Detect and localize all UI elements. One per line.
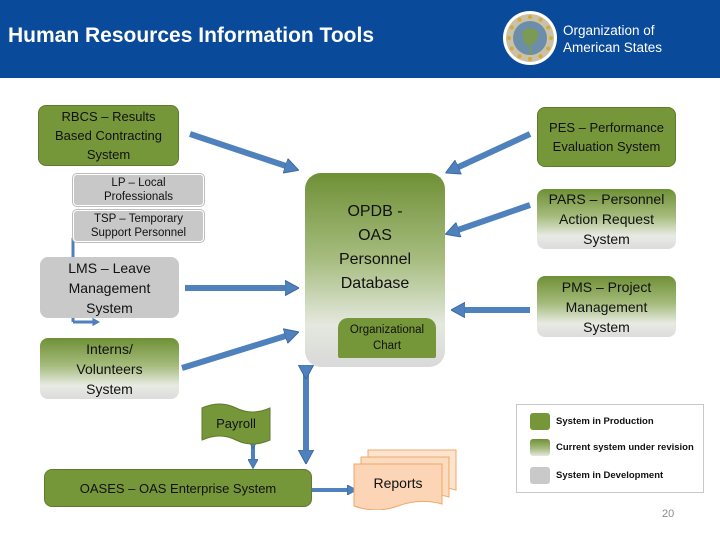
- org-name-line1: Organization of: [563, 23, 655, 38]
- lms-line2: Management: [68, 279, 151, 296]
- opdb-line2: OAS: [358, 227, 392, 244]
- pms-line1: PMS – Project: [561, 278, 652, 295]
- pars-box: PARS – Personnel Action Request System: [537, 189, 676, 249]
- arrow-pars-to-opdb: [452, 202, 531, 232]
- arrow-rbcs-to-opdb: [189, 131, 292, 168]
- arrow-pes-to-opdb: [452, 131, 532, 170]
- org-chart-line1: Organizational: [349, 324, 425, 336]
- interns-line1: Interns/: [86, 340, 133, 357]
- pms-line3: System: [583, 318, 630, 335]
- page-title: Human Resources Information Tools: [8, 24, 374, 47]
- reports-stack: [353, 449, 457, 510]
- lms-line3: System: [86, 299, 133, 316]
- legend-label-production: System in Production: [556, 416, 654, 427]
- lp-box: LP – Local Professionals: [73, 174, 204, 206]
- interns-line3: System: [86, 380, 133, 397]
- pes-line1: PES – Performance: [549, 120, 664, 135]
- legend-swatch-revision: [530, 439, 550, 456]
- opdb-line4: Database: [340, 275, 410, 292]
- payroll-label: Payroll: [216, 416, 256, 431]
- opdb-line3: Personnel: [338, 251, 412, 268]
- oases-label: OASES – OAS Enterprise System: [79, 480, 277, 496]
- tsp-line1: TSP – Temporary: [93, 213, 184, 225]
- reports-label: Reports: [373, 475, 423, 491]
- org-chart-box: Organizational Chart: [338, 318, 436, 358]
- legend: System in Production Current system unde…: [516, 404, 704, 493]
- pes-box: PES – Performance Evaluation System: [537, 107, 676, 167]
- header-bar: Human Resources Information Tools Organi…: [0, 0, 720, 78]
- interns-box: Interns/ Volunteers System: [40, 338, 179, 399]
- legend-swatch-production: [530, 413, 550, 430]
- payroll-banner: [201, 403, 271, 445]
- pars-line3: System: [583, 231, 630, 247]
- page-number: 20: [662, 508, 675, 520]
- pms-line2: Management: [565, 298, 648, 315]
- opdb-label: OPDB - OAS Personnel Database: [305, 200, 445, 296]
- pars-line2: Action Request: [559, 211, 654, 227]
- rbcs-line2: Based Contracting: [55, 128, 162, 143]
- lms-box: LMS – Leave Management System: [40, 257, 179, 318]
- arrow-interns-to-opdb: [181, 334, 292, 371]
- tsp-box: TSP – Temporary Support Personnel: [73, 210, 204, 242]
- lp-line1: LP – Local: [111, 177, 166, 189]
- oas-seal-icon: [503, 11, 557, 65]
- tsp-line2: Support Personnel: [90, 227, 187, 239]
- legend-label-development: System in Development: [556, 470, 664, 481]
- rbcs-box: RBCS – Results Based Contracting System: [38, 105, 179, 166]
- pes-line2: Evaluation System: [552, 139, 661, 154]
- pars-line1: PARS – Personnel: [548, 191, 665, 207]
- lms-line1: LMS – Leave: [68, 259, 151, 276]
- interns-line2: Volunteers: [76, 360, 143, 377]
- oases-box: OASES – OAS Enterprise System: [44, 469, 312, 507]
- lp-line2: Professionals: [103, 191, 174, 203]
- legend-label-revision: Current system under revision: [556, 442, 694, 453]
- org-chart-line2: Chart: [372, 340, 402, 352]
- pms-box: PMS – Project Management System: [537, 276, 676, 337]
- rbcs-line1: RBCS – Results: [61, 109, 156, 124]
- org-name-line2: American States: [563, 40, 663, 55]
- organization-name: Organization of American States: [563, 22, 713, 56]
- rbcs-line3: System: [86, 147, 131, 162]
- opdb-line1: OPDB -: [347, 203, 403, 220]
- legend-swatch-development: [530, 467, 550, 484]
